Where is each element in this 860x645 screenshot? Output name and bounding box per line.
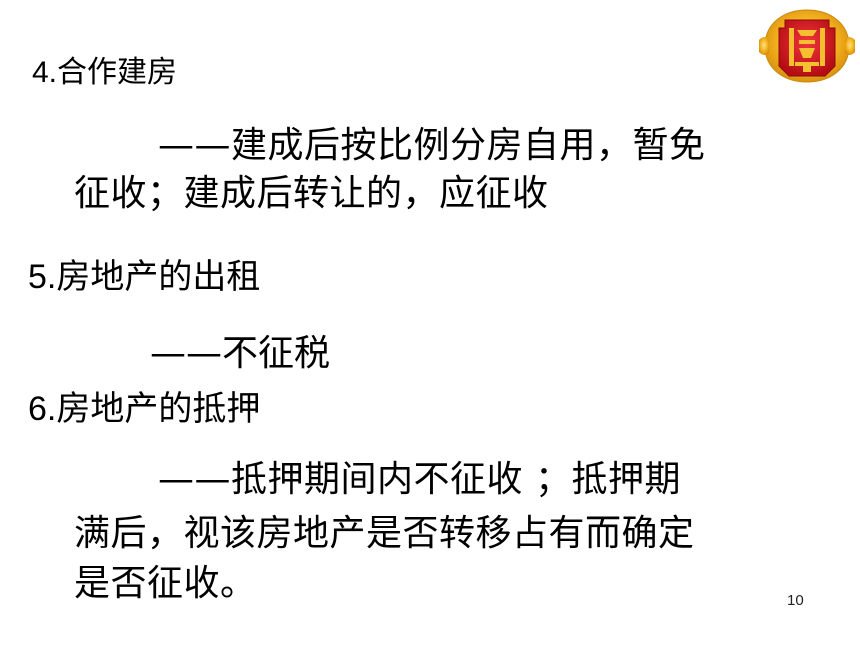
item4-body-line2: 征收；建成后转让的，应征收: [74, 173, 549, 214]
item5-number: 5.: [28, 258, 57, 296]
item4-number: 4.: [32, 56, 58, 89]
item6-body-line3: 是否征收。: [74, 563, 257, 604]
item5-title: 房地产的出租: [56, 257, 261, 297]
item5-heading: 5.房地产的出租: [28, 260, 260, 294]
page-number: 10: [787, 592, 804, 609]
item6-title: 房地产的抵押: [56, 389, 261, 429]
item5-body-line1: ——不征税: [150, 333, 331, 374]
item4-body-line1: ——建成后按比例分房自用，暂免: [158, 125, 706, 166]
item6-number: 6.: [28, 390, 57, 428]
item6-heading: 6.房地产的抵押: [28, 392, 260, 426]
item4-title: 合作建房: [57, 55, 178, 90]
item6-body-line1: ——抵押期间内不征收 ；抵押期: [158, 459, 681, 500]
item6-body-line2: 满后，视该房地产是否转移占有而确定: [74, 513, 695, 554]
item4-heading: 4.合作建房: [32, 58, 177, 88]
tax-emblem-icon: [759, 9, 855, 83]
